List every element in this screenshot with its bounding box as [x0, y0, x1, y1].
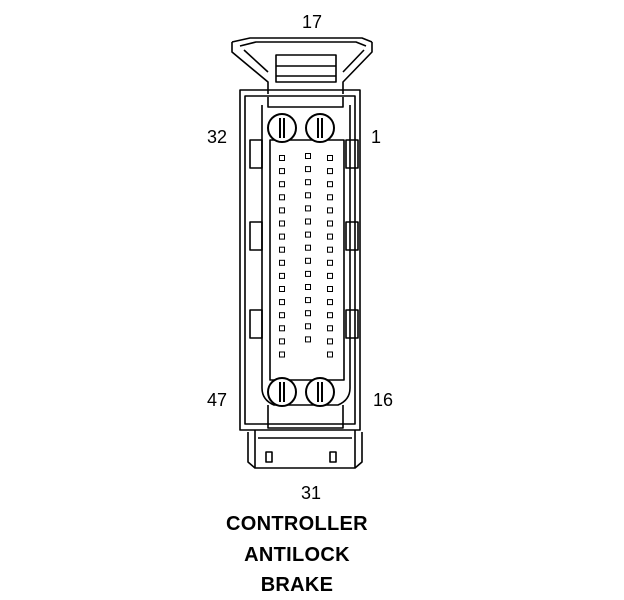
- bottom-latch: [247, 405, 363, 469]
- caption-line-3: BRAKE: [260, 574, 334, 596]
- top-latch: [231, 37, 373, 94]
- pin-cavity: [305, 297, 311, 304]
- pin-cavity: [327, 312, 333, 319]
- pin-cavity: [327, 246, 333, 253]
- pin-cavity-grid: [279, 153, 333, 358]
- pin-cavity: [327, 220, 333, 227]
- screw-bottom-left: [267, 377, 297, 407]
- pin-cavity: [327, 168, 333, 175]
- pin-cavity: [305, 205, 311, 212]
- pin-cavity: [279, 246, 285, 253]
- pin-cavity: [279, 181, 285, 188]
- connector-housing: [239, 89, 361, 431]
- pin-cavity: [327, 233, 333, 240]
- pin-cavity: [279, 325, 285, 332]
- pin-cavity: [327, 286, 333, 292]
- pin-cavity: [305, 231, 311, 238]
- pin-cavity: [279, 312, 285, 319]
- pin-cavity: [305, 336, 311, 343]
- pin-cavity: [279, 272, 285, 279]
- pin-cavity: [305, 153, 311, 159]
- pin-cavity: [327, 155, 333, 161]
- pin-cavity: [305, 179, 311, 186]
- pin-label-16: 16: [373, 390, 393, 410]
- pin-cavity: [279, 259, 285, 266]
- screw-bottom-right: [305, 377, 335, 407]
- pin-cavity: [279, 155, 285, 161]
- pin-cavity: [279, 338, 285, 345]
- pin-label-17: 17: [302, 12, 322, 32]
- pin-label-31: 31: [301, 483, 321, 503]
- caption-line-2: ANTILOCK: [244, 544, 350, 566]
- pin-cavity: [279, 351, 285, 358]
- pin-label-32: 32: [207, 127, 227, 147]
- pin-cavity: [327, 351, 333, 358]
- screw-top-right: [305, 113, 335, 143]
- pin-cavity: [305, 166, 311, 173]
- pin-cavity: [327, 272, 333, 279]
- pin-cavity: [279, 233, 285, 240]
- pin-cavity: [327, 259, 333, 266]
- pin-cavity: [327, 325, 333, 332]
- pin-cavity: [279, 220, 285, 227]
- pin-cavity: [305, 270, 311, 277]
- pin-cavity: [305, 257, 311, 264]
- pin-cavity: [305, 323, 311, 330]
- pin-cavity: [327, 181, 333, 188]
- pin-label-47: 47: [207, 390, 227, 410]
- pin-cavity: [327, 299, 333, 306]
- mounting-screws: [267, 113, 335, 407]
- pin-cavity: [305, 284, 311, 290]
- pin-cavity: [305, 244, 311, 251]
- caption-line-1: CONTROLLER: [226, 513, 368, 535]
- pin-cavity: [279, 286, 285, 292]
- pin-cavity: [279, 207, 285, 214]
- screw-top-left: [267, 113, 297, 143]
- pin-cavity: [305, 218, 311, 225]
- pin-cavity: [327, 194, 333, 201]
- pin-cavity: [305, 310, 311, 317]
- pin-cavity: [327, 207, 333, 214]
- pin-cavity: [279, 194, 285, 201]
- pin-cavity: [279, 299, 285, 306]
- pin-cavity: [279, 168, 285, 175]
- pin-cavity: [305, 192, 311, 199]
- pin-cavity: [327, 338, 333, 345]
- pin-label-1: 1: [371, 127, 381, 147]
